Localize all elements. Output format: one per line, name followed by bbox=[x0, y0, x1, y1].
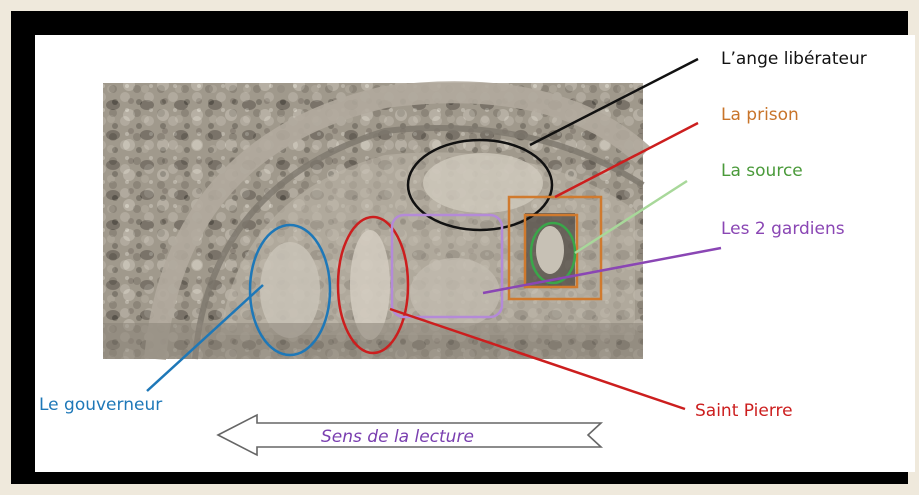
annotated-photo-diagram bbox=[103, 57, 722, 457]
diagram-canvas: L’ange libérateur La prison La source Le… bbox=[35, 35, 915, 472]
ange-ellipse bbox=[406, 138, 554, 232]
label-saint-pierre: Saint Pierre bbox=[695, 401, 793, 421]
pierre-pointer-line bbox=[389, 307, 686, 411]
label-reading-direction: Sens de la lecture bbox=[321, 427, 474, 447]
gouverneur-ellipse bbox=[248, 223, 332, 357]
label-ange: L’ange libérateur bbox=[721, 49, 867, 69]
gouverneur-pointer-line bbox=[146, 284, 264, 392]
label-source: La source bbox=[721, 161, 803, 181]
prison-pointer-line bbox=[554, 121, 699, 199]
ange-pointer-line bbox=[529, 57, 699, 147]
reading-direction-arrow bbox=[216, 413, 604, 457]
label-prison: La prison bbox=[721, 105, 799, 125]
label-gouverneur: Le gouverneur bbox=[39, 395, 163, 415]
sculpture-photo bbox=[103, 81, 651, 361]
label-gardiens: Les 2 gardiens bbox=[721, 219, 845, 239]
gardiens-rect bbox=[390, 213, 504, 319]
source-pointer-line bbox=[574, 179, 688, 255]
pierre-ellipse bbox=[336, 215, 410, 355]
gardiens-pointer-line bbox=[482, 246, 722, 295]
